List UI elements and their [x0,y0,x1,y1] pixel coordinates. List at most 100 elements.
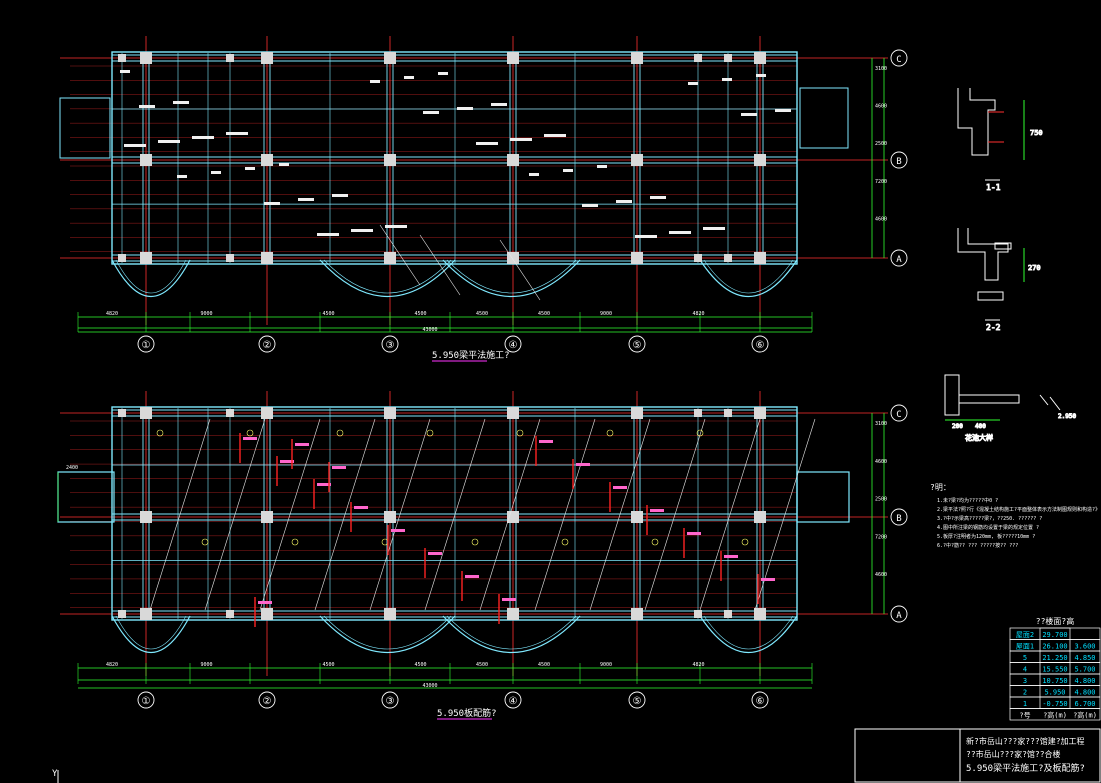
table-floor: 屋面1 [1016,643,1034,651]
notes-heading: ?明： [930,483,951,492]
beam-note [298,198,314,201]
column [754,52,766,64]
slab-tag [516,429,524,437]
slab-tag [426,429,434,437]
grid-row-label: C [896,55,901,65]
column [384,52,396,64]
column [384,407,396,419]
dim-bottom-text: 4500 [414,311,426,317]
grid-bubble-axis [628,691,646,709]
column [631,154,643,166]
curved-beam [442,259,581,298]
cantilever-left [57,471,115,523]
planter-label: 花池大样 [965,433,993,442]
grid-bubble-row [890,249,908,267]
column [384,608,396,620]
table-elev: 15.550 [1042,666,1067,674]
beam-note [616,200,632,203]
dim-total-text: 43000 [422,327,437,333]
table-floor: 2 [1023,689,1027,697]
slab-tag [741,538,749,546]
column [507,252,519,264]
dim-right-text: 3100 [875,66,887,72]
section-2-2-label: 2-2 [986,323,1001,332]
column [140,608,152,620]
grid-axis-label: ⑥ [756,340,765,351]
leader-line [419,234,461,296]
grid-axis-label: ④ [509,340,518,351]
beam-outline [111,51,798,265]
column [507,154,519,166]
curved-beam [115,259,187,294]
beam-note [688,82,698,85]
grid-bubble-axis [137,691,155,709]
dim-bottom-text: 4820 [692,311,704,317]
dim-right-text: 7200 [875,179,887,185]
curved-beam [442,615,581,654]
column [724,610,732,618]
table-col-header-row [1009,708,1101,721]
dim-right-text: 4600 [875,459,887,465]
column [226,409,234,417]
table-floor: 3 [1023,677,1027,685]
dim-right-text: 4600 [875,572,887,578]
column [507,511,519,523]
beam-note [582,204,598,207]
dim-bottom-text: 4820 [692,662,704,668]
beam-note [385,225,407,228]
leader-line [379,224,421,286]
slab-diagonal [149,418,211,611]
table-header: ??楼面?高 [1036,616,1074,626]
dim-bottom-text: 4500 [322,311,334,317]
plan-title: 5.950梁平法施工? [432,349,510,361]
column [507,407,519,419]
grid-bubble-axis [751,691,769,709]
beam-note [491,103,507,106]
note-line: 3.?中?示梁高?????梁?，??250. ?????? ? [937,515,1042,522]
grid-bubble-row [890,605,908,623]
column [226,254,234,262]
grid-axis-label: ② [263,340,272,351]
table-elev: 29.700 [1042,631,1067,639]
table-col-header: ?号 [1019,712,1030,720]
curved-beam [111,615,191,654]
beam-note [120,70,130,73]
beam-note [775,109,791,112]
column [754,407,766,419]
slab-tag [651,538,659,546]
grid-bubble-axis [258,691,276,709]
column [631,511,643,523]
table-col-header: ?高(m) [1073,711,1097,720]
grid-axis-label: ① [142,696,151,707]
grid-axis-label: ⑤ [633,696,642,707]
ucs-icon: Y [52,769,59,783]
grid-bubble-axis [258,335,276,353]
beam-note [139,105,155,108]
column [261,52,273,64]
dim-right-text: 4600 [875,216,887,222]
column [631,252,643,264]
beam-note [351,229,373,232]
slab-tag [336,429,344,437]
beam-note [597,165,607,168]
slab-diagonal [644,418,706,611]
slab-tag [606,429,614,437]
beam-note [457,107,473,110]
grid-bubble-axis [381,335,399,353]
dim-bottom-text: 9000 [600,311,612,317]
beam-note [635,235,657,238]
grid-bubble-axis [504,335,522,353]
table-height: 6.700 [1074,700,1095,708]
table-floor: 屋面2 [1016,631,1034,639]
column [118,409,126,417]
table-elev: 21.250 [1042,654,1067,662]
dim-right-text: 2500 [875,141,887,147]
planter-dim-b: 400 [975,423,986,430]
beam-note [177,175,187,178]
grid-bubble-row [890,508,908,526]
dim-bottom-text: 9000 [200,311,212,317]
dim-bottom-text: 4820 [106,311,118,317]
beam-note [563,169,573,172]
table-height: 3.600 [1074,643,1095,651]
